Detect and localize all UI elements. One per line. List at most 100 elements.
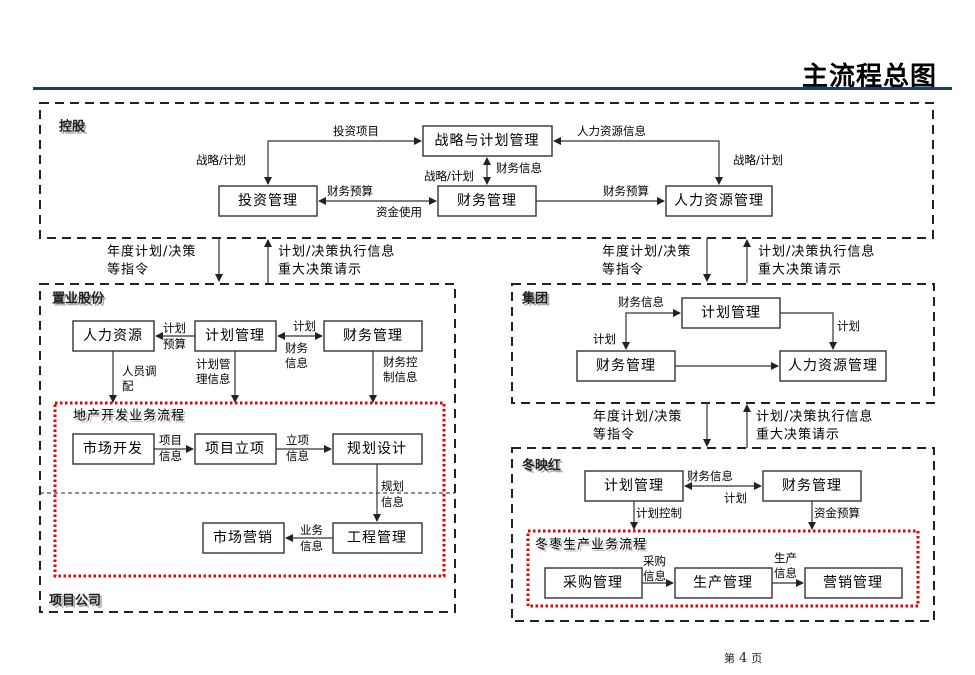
dongying-finance-box[interactable]: 财务管理: [762, 470, 862, 502]
zhiye-hr-box[interactable]: 人力资源: [72, 320, 155, 352]
production-box[interactable]: 生产管理: [674, 567, 773, 599]
realestate-process-title-shadow: 地产开发业务流程: [75, 410, 187, 426]
label-strategy-plan-right: 战略/计划: [733, 153, 783, 167]
label-up-right-2: 重大决策请示: [758, 262, 842, 278]
label-purchase-info-2: 信息: [643, 569, 666, 583]
label-plan-mgmt-info-1: 计划管: [196, 357, 231, 371]
jujube-process-title-shadow: 冬枣生产业务流程: [537, 539, 649, 555]
box-label: 财务管理: [343, 328, 403, 344]
label-fund-budget: 资金预算: [814, 506, 860, 520]
planning-design-box[interactable]: 规划设计: [332, 433, 423, 465]
label-up-right2-2: 重大决策请示: [756, 427, 840, 443]
sales-box[interactable]: 营销管理: [804, 567, 903, 599]
box-label: 市场营销: [213, 529, 273, 546]
label-investment-project: 投资项目: [333, 124, 379, 138]
label-finance-budget-right: 财务预算: [603, 184, 649, 198]
holding-section-label-shadow: 控股: [61, 121, 87, 137]
box-label: 生产管理: [693, 575, 753, 591]
arrow-strategy-hr: [553, 137, 723, 185]
zhiye-section-label: 置业股份: [52, 291, 105, 307]
box-label: 计划管理: [205, 328, 265, 344]
label-plan-budget-1: 计划: [163, 321, 186, 335]
label-business-info-2: 信息: [300, 539, 323, 553]
group-hr-box[interactable]: 人力资源管理: [779, 350, 887, 382]
label-down-left-1: 年度计划/决策: [107, 244, 196, 260]
dongying-section-label-shadow: 冬映红: [524, 460, 563, 476]
box-label: 计划管理: [604, 478, 664, 494]
box-label: 市场开发: [83, 440, 143, 457]
holding-section-label: 控股: [59, 119, 85, 135]
project-setup-box[interactable]: 项目立项: [194, 433, 277, 465]
label-down-right2-1: 年度计划/决策: [593, 409, 682, 425]
label-plan-control: 计划控制: [636, 506, 682, 520]
label-production-info-1: 生产: [774, 551, 797, 565]
label-purchase-info-1: 采购: [643, 554, 666, 568]
project-company-label: 项目公司: [49, 594, 101, 609]
box-label: 人力资源管理: [674, 193, 764, 209]
label-dongying-plan: 计划: [724, 491, 747, 505]
box-label: 工程管理: [347, 530, 407, 546]
box-label: 人力资源管理: [788, 358, 878, 374]
group-plan-box[interactable]: 计划管理: [681, 297, 781, 329]
label-fund-usage: 资金使用: [376, 205, 422, 219]
label-setup-info-1: 立项: [286, 433, 309, 447]
page-suffix: 页: [751, 652, 763, 665]
label-finance-info-2: 信息: [285, 356, 308, 370]
zhiye-plan-box[interactable]: 计划管理: [194, 320, 277, 352]
page-prefix: 第: [724, 652, 735, 665]
marketing-box[interactable]: 市场营销: [202, 522, 285, 554]
label-down-right-2: 等指令: [602, 262, 644, 278]
label-dongying-finance-info: 财务信息: [687, 469, 733, 483]
label-business-info-1: 业务: [300, 523, 323, 537]
arrow-group-plan-hr: [780, 312, 837, 350]
project-company-label-shadow: 项目公司: [51, 596, 103, 611]
holding-section: [39, 102, 934, 239]
label-down-right-1: 年度计划/决策: [602, 244, 691, 260]
label-finance-ctrl-info-2: 制信息: [383, 370, 418, 384]
jujube-process-title: 冬枣生产业务流程: [535, 537, 647, 553]
label-production-info-2: 信息: [774, 566, 797, 580]
label-project-info-2: 信息: [159, 449, 182, 463]
dongying-section-label: 冬映红: [522, 458, 561, 474]
label-up-right2-1: 计划/决策执行信息: [756, 409, 873, 425]
label-finance-budget-left: 财务预算: [327, 184, 373, 198]
box-label: 战略与计划管理: [435, 133, 540, 149]
holding-investment-box[interactable]: 投资管理: [218, 185, 318, 217]
label-hr-info: 人力资源信息: [577, 124, 646, 138]
label-finance-ctrl-info-1: 财务控: [383, 355, 418, 369]
realestate-process-frame: [53, 401, 446, 578]
label-up-left-1: 计划/决策执行信息: [278, 244, 395, 260]
label-finance-info: 财务信息: [496, 161, 542, 175]
arrow-group-finance-plan: [622, 309, 681, 350]
label-down-left-2: 等指令: [107, 262, 149, 278]
holding-strategy-box[interactable]: 战略与计划管理: [422, 125, 553, 157]
group-section-label: 集团: [521, 291, 548, 307]
group-finance-box[interactable]: 财务管理: [576, 350, 676, 382]
purchase-box[interactable]: 采购管理: [544, 567, 643, 599]
label-group-plan-left: 计划: [593, 332, 616, 346]
box-label: 财务管理: [596, 358, 656, 374]
label-up-left-2: 重大决策请示: [278, 262, 362, 278]
dongying-section: [511, 447, 935, 622]
engineering-box[interactable]: 工程管理: [332, 522, 423, 554]
label-project-info-1: 项目: [159, 433, 182, 447]
label-down-right2-2: 等指令: [593, 427, 635, 443]
zhiye-section-label-shadow: 置业股份: [54, 293, 107, 309]
dongying-plan-box[interactable]: 计划管理: [584, 470, 684, 502]
label-plan-budget-2: 预算: [163, 337, 186, 351]
holding-hr-box[interactable]: 人力资源管理: [665, 185, 773, 217]
page-number-value: 4: [739, 651, 748, 666]
jujube-process-frame: [526, 529, 920, 608]
group-section-label-shadow: 集团: [523, 293, 550, 309]
label-strategy-plan-left: 战略/计划: [196, 153, 246, 167]
holding-finance-box[interactable]: 财务管理: [437, 185, 537, 217]
box-label: 营销管理: [823, 575, 883, 591]
box-label: 财务管理: [457, 193, 517, 209]
zhiye-finance-box[interactable]: 财务管理: [323, 320, 423, 352]
label-planning-info-1: 规划: [381, 479, 404, 493]
label-planning-info-2: 信息: [381, 495, 404, 509]
realestate-process-title: 地产开发业务流程: [73, 408, 185, 424]
market-dev-box[interactable]: 市场开发: [72, 433, 155, 465]
label-plan-mgmt-info-2: 理信息: [196, 372, 231, 386]
